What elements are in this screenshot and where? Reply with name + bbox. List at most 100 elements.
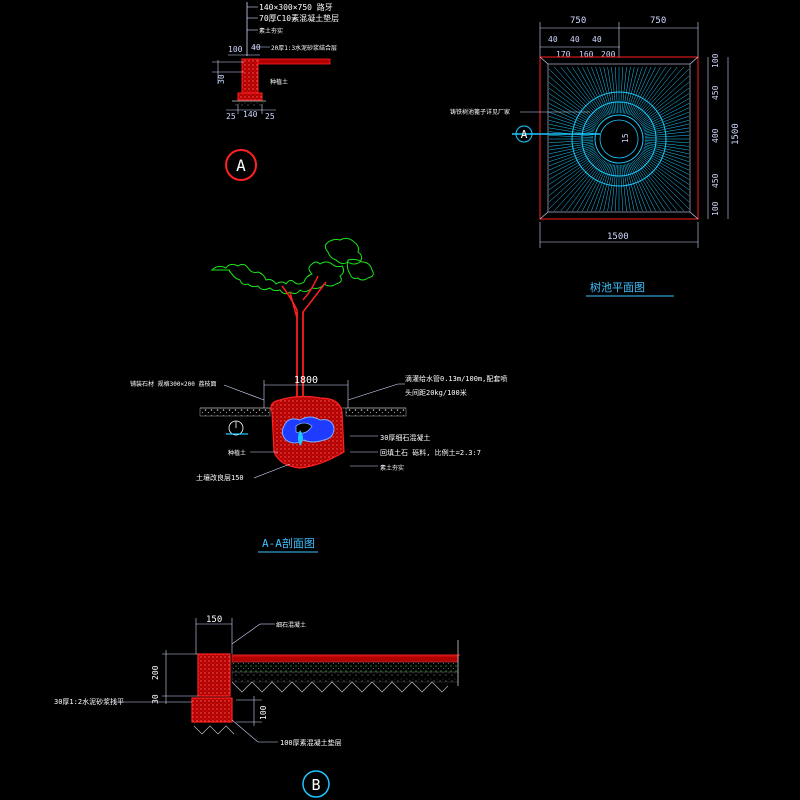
grate-ray	[639, 154, 690, 191]
plan-dim-r-100-top: 100	[711, 53, 720, 68]
plan-dim-200: 200	[601, 50, 616, 59]
plan-dim-170: 170	[556, 50, 571, 59]
grate-ray	[640, 152, 690, 185]
grate-ray	[595, 66, 612, 115]
grate-ray	[548, 120, 594, 133]
grate-ray	[607, 164, 616, 212]
section-left-note: 铺装石材 规格300×200 荔枝面	[130, 380, 217, 388]
grate-radial-pattern	[548, 66, 690, 212]
grate-ray	[644, 131, 690, 137]
grate-ray	[632, 160, 666, 212]
grate-ray	[607, 66, 616, 114]
grate-ray	[638, 75, 690, 122]
grate-ray	[642, 149, 690, 171]
grate-ray	[644, 123, 690, 134]
detail-a-note-3: 素土夯实	[259, 27, 283, 35]
detail-b-note-left: 30厚1:2水泥砂浆找平	[54, 697, 124, 706]
grate-ray	[548, 148, 595, 167]
grate-ray	[641, 151, 690, 180]
grate-ray	[548, 93, 598, 126]
grate-ray	[642, 103, 690, 128]
section-title: A-A剖面图	[262, 536, 315, 550]
tree-trunk	[281, 275, 327, 408]
detail-b-note-top: 细石混凝土	[276, 621, 306, 629]
plan-dim-40-a: 40	[548, 35, 558, 44]
section-dim-1800: 1800	[294, 375, 318, 386]
grate-ray	[643, 116, 690, 132]
grate-ray	[626, 66, 643, 115]
detail-a: 140×300×750 路牙 70厚C10素混凝土垫层 素土夯实 20厚1:3水…	[212, 2, 339, 181]
plan-dim-r-400: 400	[711, 128, 720, 143]
detail-a-marker: A	[236, 156, 246, 175]
grate-ray	[548, 149, 596, 171]
grate-ray	[603, 164, 614, 212]
grate-ray	[553, 158, 602, 212]
plan-section-marker: A	[521, 128, 528, 141]
grate-ray	[548, 87, 599, 124]
grate-ray	[638, 156, 690, 203]
grate-ray	[572, 160, 606, 212]
grate-ray	[639, 87, 690, 124]
grate-ray	[644, 140, 690, 143]
grate-ray	[620, 66, 624, 114]
section-right-note-1: 滴灌给水管0.13m/100m,配套喷	[405, 374, 507, 383]
grate-ray	[548, 144, 594, 155]
grate-ray	[553, 66, 602, 120]
grate-ray	[644, 145, 690, 158]
plan-dim-bottom-total: 1500	[607, 232, 629, 242]
detail-a-dim-25-left: 25	[226, 112, 236, 121]
grate-ray	[639, 155, 690, 196]
plan-dim-r-450-bottom: 450	[711, 173, 720, 188]
detail-b-marker: B	[311, 776, 320, 794]
grate-ray	[636, 66, 685, 120]
section-soil-note: 种植土	[228, 449, 246, 457]
grate-ray	[548, 154, 599, 191]
grate-ray	[548, 123, 594, 134]
plan-dim-r-450-top: 450	[711, 85, 720, 100]
grate-ray	[614, 164, 618, 212]
grate-ray	[572, 66, 606, 118]
grate-ray	[566, 159, 604, 212]
grate-ray	[642, 150, 690, 175]
section-right-note-2: 头间距20kg/100米	[405, 388, 467, 397]
grate-ray	[644, 120, 690, 133]
grate-ray	[591, 163, 610, 212]
section-right-note-4: 回填土石 砾料, 比例土=2.3:7	[380, 448, 481, 457]
section-a-a: 1800 铺装石材 规格300×200 荔枝面 滴灌给水管0.13m/100m,…	[130, 237, 507, 553]
grate-ray	[624, 164, 635, 212]
grate-ray	[625, 66, 639, 114]
grate-ray	[630, 66, 656, 116]
grate-ray	[641, 98, 690, 127]
grate-ray	[637, 68, 690, 121]
grate-ray	[548, 151, 597, 180]
grate-ray	[548, 150, 596, 175]
grate-ray	[548, 152, 598, 185]
grate-ray	[548, 140, 594, 143]
tree-pit-plan: 750 750 40 40 40 170 160 200 15 100 450 …	[450, 16, 741, 297]
grate-ray	[644, 142, 690, 151]
grate-ray	[548, 103, 596, 128]
plan-dim-40-c: 40	[592, 35, 602, 44]
grate-ray	[637, 157, 690, 210]
grate-ray	[548, 157, 601, 210]
detail-a-note-soil: 种植土	[270, 78, 288, 86]
plan-dim-160: 160	[579, 50, 594, 59]
plan-title: 树池平面图	[590, 280, 645, 294]
grate-ray	[628, 66, 647, 115]
grate-ray	[582, 162, 608, 212]
detail-b-dim-150: 150	[206, 615, 222, 625]
grate-ray	[548, 82, 599, 123]
grate-ray	[626, 163, 643, 212]
grate-ray	[614, 66, 618, 114]
grate-ray	[599, 164, 613, 212]
grate-ray	[621, 164, 627, 212]
grate-ray	[629, 162, 652, 212]
detail-a-note-2: 70厚C10素混凝土垫层	[259, 13, 339, 23]
grate-ray	[548, 135, 594, 138]
grate-ray	[591, 66, 610, 115]
grate-ray	[628, 163, 647, 212]
plan-grate-label: 铸铁树池篦子详见厂家	[450, 108, 510, 116]
grate-ray	[644, 144, 690, 155]
detail-a-dim-40: 40	[251, 43, 261, 52]
section-right-note-5: 素土夯实	[380, 464, 404, 472]
